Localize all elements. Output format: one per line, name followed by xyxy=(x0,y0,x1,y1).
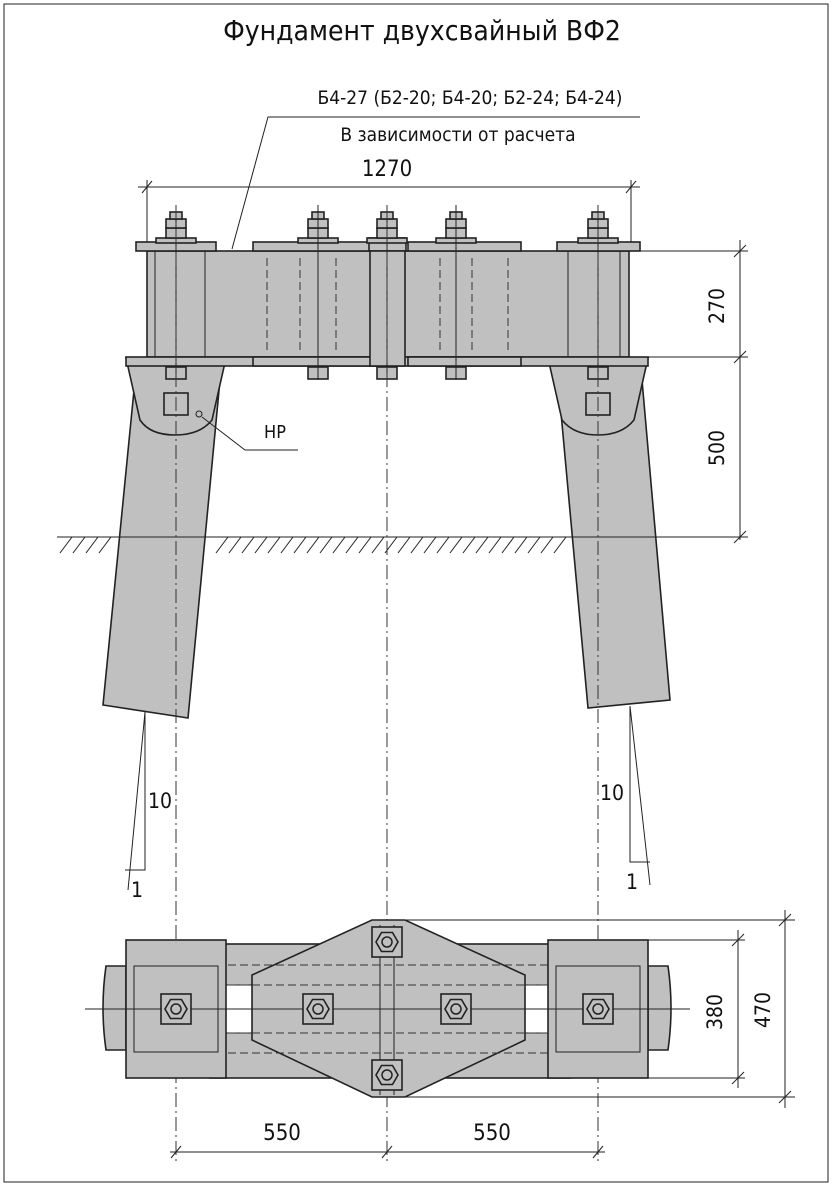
ground-hatch xyxy=(501,536,515,554)
ground-hatch xyxy=(423,536,437,554)
ground-hatch xyxy=(553,536,567,554)
ground-line xyxy=(57,536,665,554)
bolt-plan xyxy=(371,1059,403,1091)
ground-hatch xyxy=(345,536,359,554)
ground-hatch xyxy=(228,536,242,554)
slope-right: 10 1 xyxy=(600,705,651,894)
ground-hatch xyxy=(410,536,424,554)
bolt-plan xyxy=(440,993,472,1025)
dim-overall-width: 1270 xyxy=(138,157,640,251)
dim-550-right-text: 550 xyxy=(473,1121,511,1146)
drawing-title: Фундамент двухсвайный ВФ2 xyxy=(223,14,621,47)
marker-label: НР xyxy=(264,422,286,443)
ground-hatch xyxy=(293,536,307,554)
bolt-plan xyxy=(160,993,192,1025)
bolt-elevation xyxy=(297,205,339,380)
dim-550-left-text: 550 xyxy=(263,1121,301,1146)
beam-label: Б4-27 (Б2-20; Б4-20; Б2-24; Б4-24) xyxy=(318,87,623,109)
plan-view xyxy=(85,919,690,1098)
beam-callout: Б4-27 (Б2-20; Б4-20; Б2-24; Б4-24) В зав… xyxy=(231,87,640,250)
ground-hatch xyxy=(241,536,255,554)
ground-hatch xyxy=(72,536,86,554)
dim-270-text: 270 xyxy=(705,288,729,324)
ground-hatch xyxy=(267,536,281,554)
dim-380-text: 380 xyxy=(703,994,727,1030)
ground-hatch xyxy=(215,536,229,554)
ground-hatch xyxy=(449,536,463,554)
slope-left-rise: 1 xyxy=(131,878,143,902)
ground-hatch xyxy=(306,536,320,554)
ground-hatch xyxy=(319,536,333,554)
dim-500-text: 500 xyxy=(705,430,729,466)
ground-hatch xyxy=(254,536,268,554)
bolt-plan xyxy=(582,993,614,1025)
ground-hatch xyxy=(371,536,385,554)
ground-hatch xyxy=(332,536,346,554)
bolt-plan xyxy=(302,993,334,1025)
ground-hatch xyxy=(488,536,502,554)
ground-hatch xyxy=(59,536,73,554)
ground-hatch xyxy=(540,536,554,554)
slope-right-run: 10 xyxy=(600,781,624,805)
ground-hatch xyxy=(358,536,372,554)
bolt-plan xyxy=(371,926,403,958)
ground-hatch xyxy=(397,536,411,554)
sheet-frame xyxy=(3,3,829,1183)
beam-note: В зависимости от расчета xyxy=(340,124,575,146)
pile-right xyxy=(546,357,671,709)
dim-1270-text: 1270 xyxy=(362,157,412,182)
dim-plan-vertical: 380 470 xyxy=(405,910,795,1108)
dim-plan-horizontal: 550 550 xyxy=(170,1121,605,1159)
slope-right-rise: 1 xyxy=(626,870,638,894)
bolts-plan xyxy=(160,926,614,1091)
ground-hatch xyxy=(527,536,541,554)
marker-callout: НР xyxy=(195,410,298,451)
ground-hatch xyxy=(475,536,489,554)
ground-hatch xyxy=(280,536,294,554)
ground-hatch xyxy=(436,536,450,554)
ground-hatch xyxy=(462,536,476,554)
ground-hatch xyxy=(514,536,528,554)
dim-vertical-elevation: 270 500 xyxy=(629,240,748,544)
slope-left: 10 1 xyxy=(125,711,172,902)
ground-hatch xyxy=(98,536,112,554)
dim-470-text: 470 xyxy=(751,992,775,1028)
bolt-elevation xyxy=(435,205,477,380)
pile-left xyxy=(102,357,228,719)
ground-hatch xyxy=(85,536,99,554)
slope-left-run: 10 xyxy=(148,789,172,813)
